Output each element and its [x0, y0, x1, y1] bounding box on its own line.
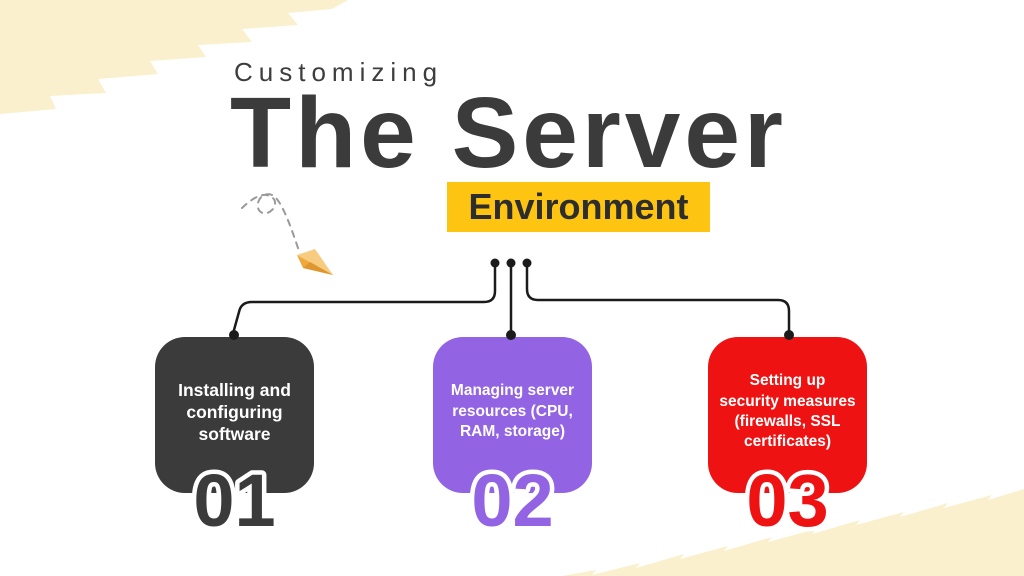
card-installing-software: Installing and configuring software 01	[155, 337, 314, 547]
card-number-badge: 03	[742, 455, 833, 547]
corner-brush-top-left	[0, 0, 348, 114]
title-highlight-label: Environment	[468, 186, 689, 227]
card-number-badge: 01	[189, 455, 280, 547]
card-number: 01	[193, 459, 275, 542]
card-number: 02	[471, 459, 553, 542]
card-number: 03	[746, 459, 828, 542]
card-security-measures: Setting up security measures (firewalls,…	[708, 337, 867, 547]
card-label: Installing and configuring software	[178, 379, 291, 445]
page-title: The Server	[230, 77, 787, 189]
card-number-badge: 02	[467, 455, 558, 547]
corner-brush-bottom-right	[562, 489, 1024, 576]
title-eyebrow: Customizing	[234, 57, 444, 87]
title-highlight: Environment	[447, 182, 710, 232]
card-label: Setting up security measures (firewalls,…	[719, 372, 856, 451]
card-label: Managing server resources (CPU, RAM, sto…	[450, 382, 575, 441]
card-managing-resources: Managing server resources (CPU, RAM, sto…	[433, 337, 592, 547]
